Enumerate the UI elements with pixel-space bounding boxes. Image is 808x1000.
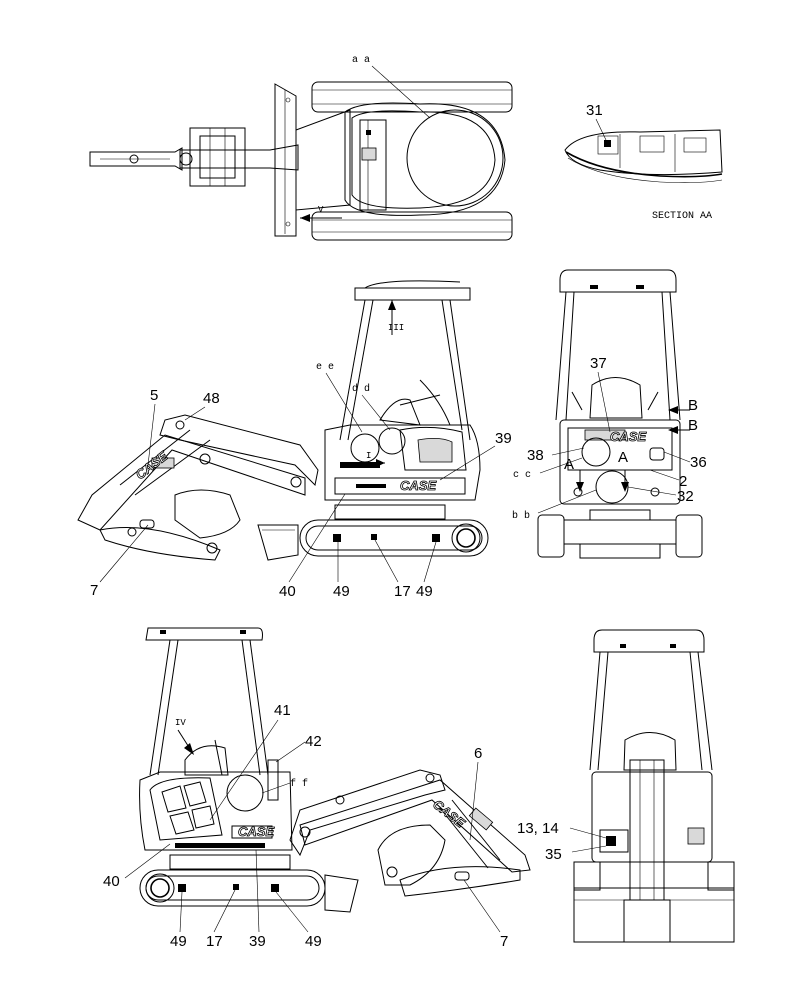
callout-31: 31 [586, 102, 603, 119]
callout-38: 38 [527, 447, 544, 464]
callout-13-14: 13, 14 [517, 820, 559, 837]
right-side-view: IV CASE CASE [103, 627, 531, 950]
view-arrow-v-label: V [318, 205, 324, 215]
callout-aa: a a [352, 55, 370, 66]
view-arrow-iii-label: III [388, 323, 404, 333]
callout-39: 39 [495, 430, 512, 447]
callout-41: 41 [274, 702, 291, 719]
callout-2: 2 [679, 473, 687, 490]
brand-logo-right-side: CASE [238, 824, 274, 839]
view-arrow-i-label: I [366, 451, 371, 461]
section-aa-view: 31 SECTION AA [564, 102, 723, 222]
callout-37: 37 [590, 355, 607, 372]
callout-40-left: 40 [279, 583, 296, 600]
arrow-b-upper-label: B [688, 397, 698, 414]
brand-logo-rear: CASE [610, 429, 646, 444]
callout-49-left-a: 49 [333, 583, 350, 600]
callout-42: 42 [305, 733, 322, 750]
callout-7-left: 7 [90, 582, 98, 599]
left-side-view: III CASE I [77, 280, 512, 600]
arrow-b-lower-label: B [688, 417, 698, 434]
callout-49-right-a: 49 [170, 933, 187, 950]
callout-35: 35 [545, 846, 562, 863]
callout-17-right: 17 [206, 933, 223, 950]
callout-48: 48 [203, 390, 220, 407]
callout-7-right: 7 [500, 933, 508, 950]
section-arrow-a-right-label: A [618, 449, 628, 466]
view-arrow-iv-label: IV [175, 718, 186, 728]
section-arrow-a-left-label: A [564, 456, 574, 473]
callout-ee: e e [316, 362, 334, 373]
callout-5: 5 [150, 387, 158, 404]
callout-17-left: 17 [394, 583, 411, 600]
callout-bb: b b [512, 510, 530, 522]
top-view: V a a [89, 55, 513, 241]
callout-49-right-b: 49 [305, 933, 322, 950]
callout-dd: d d [352, 383, 370, 395]
brand-logo-boom-right: CASE [430, 797, 468, 831]
callout-6: 6 [474, 745, 482, 762]
front-view: 13, 14 35 [517, 629, 735, 943]
callout-cc: c c [513, 470, 531, 481]
callout-40-right: 40 [103, 873, 120, 890]
section-aa-title: SECTION AA [652, 211, 712, 222]
callout-ff: f f [290, 778, 308, 790]
callout-49-left-b: 49 [416, 583, 433, 600]
rear-view: CASE 37 B B 38 c c A A 36 2 32 [512, 269, 707, 559]
callout-36: 36 [690, 454, 707, 471]
callout-39-right: 39 [249, 933, 266, 950]
brand-logo-left-side: CASE [400, 478, 436, 493]
callout-32: 32 [677, 488, 694, 505]
